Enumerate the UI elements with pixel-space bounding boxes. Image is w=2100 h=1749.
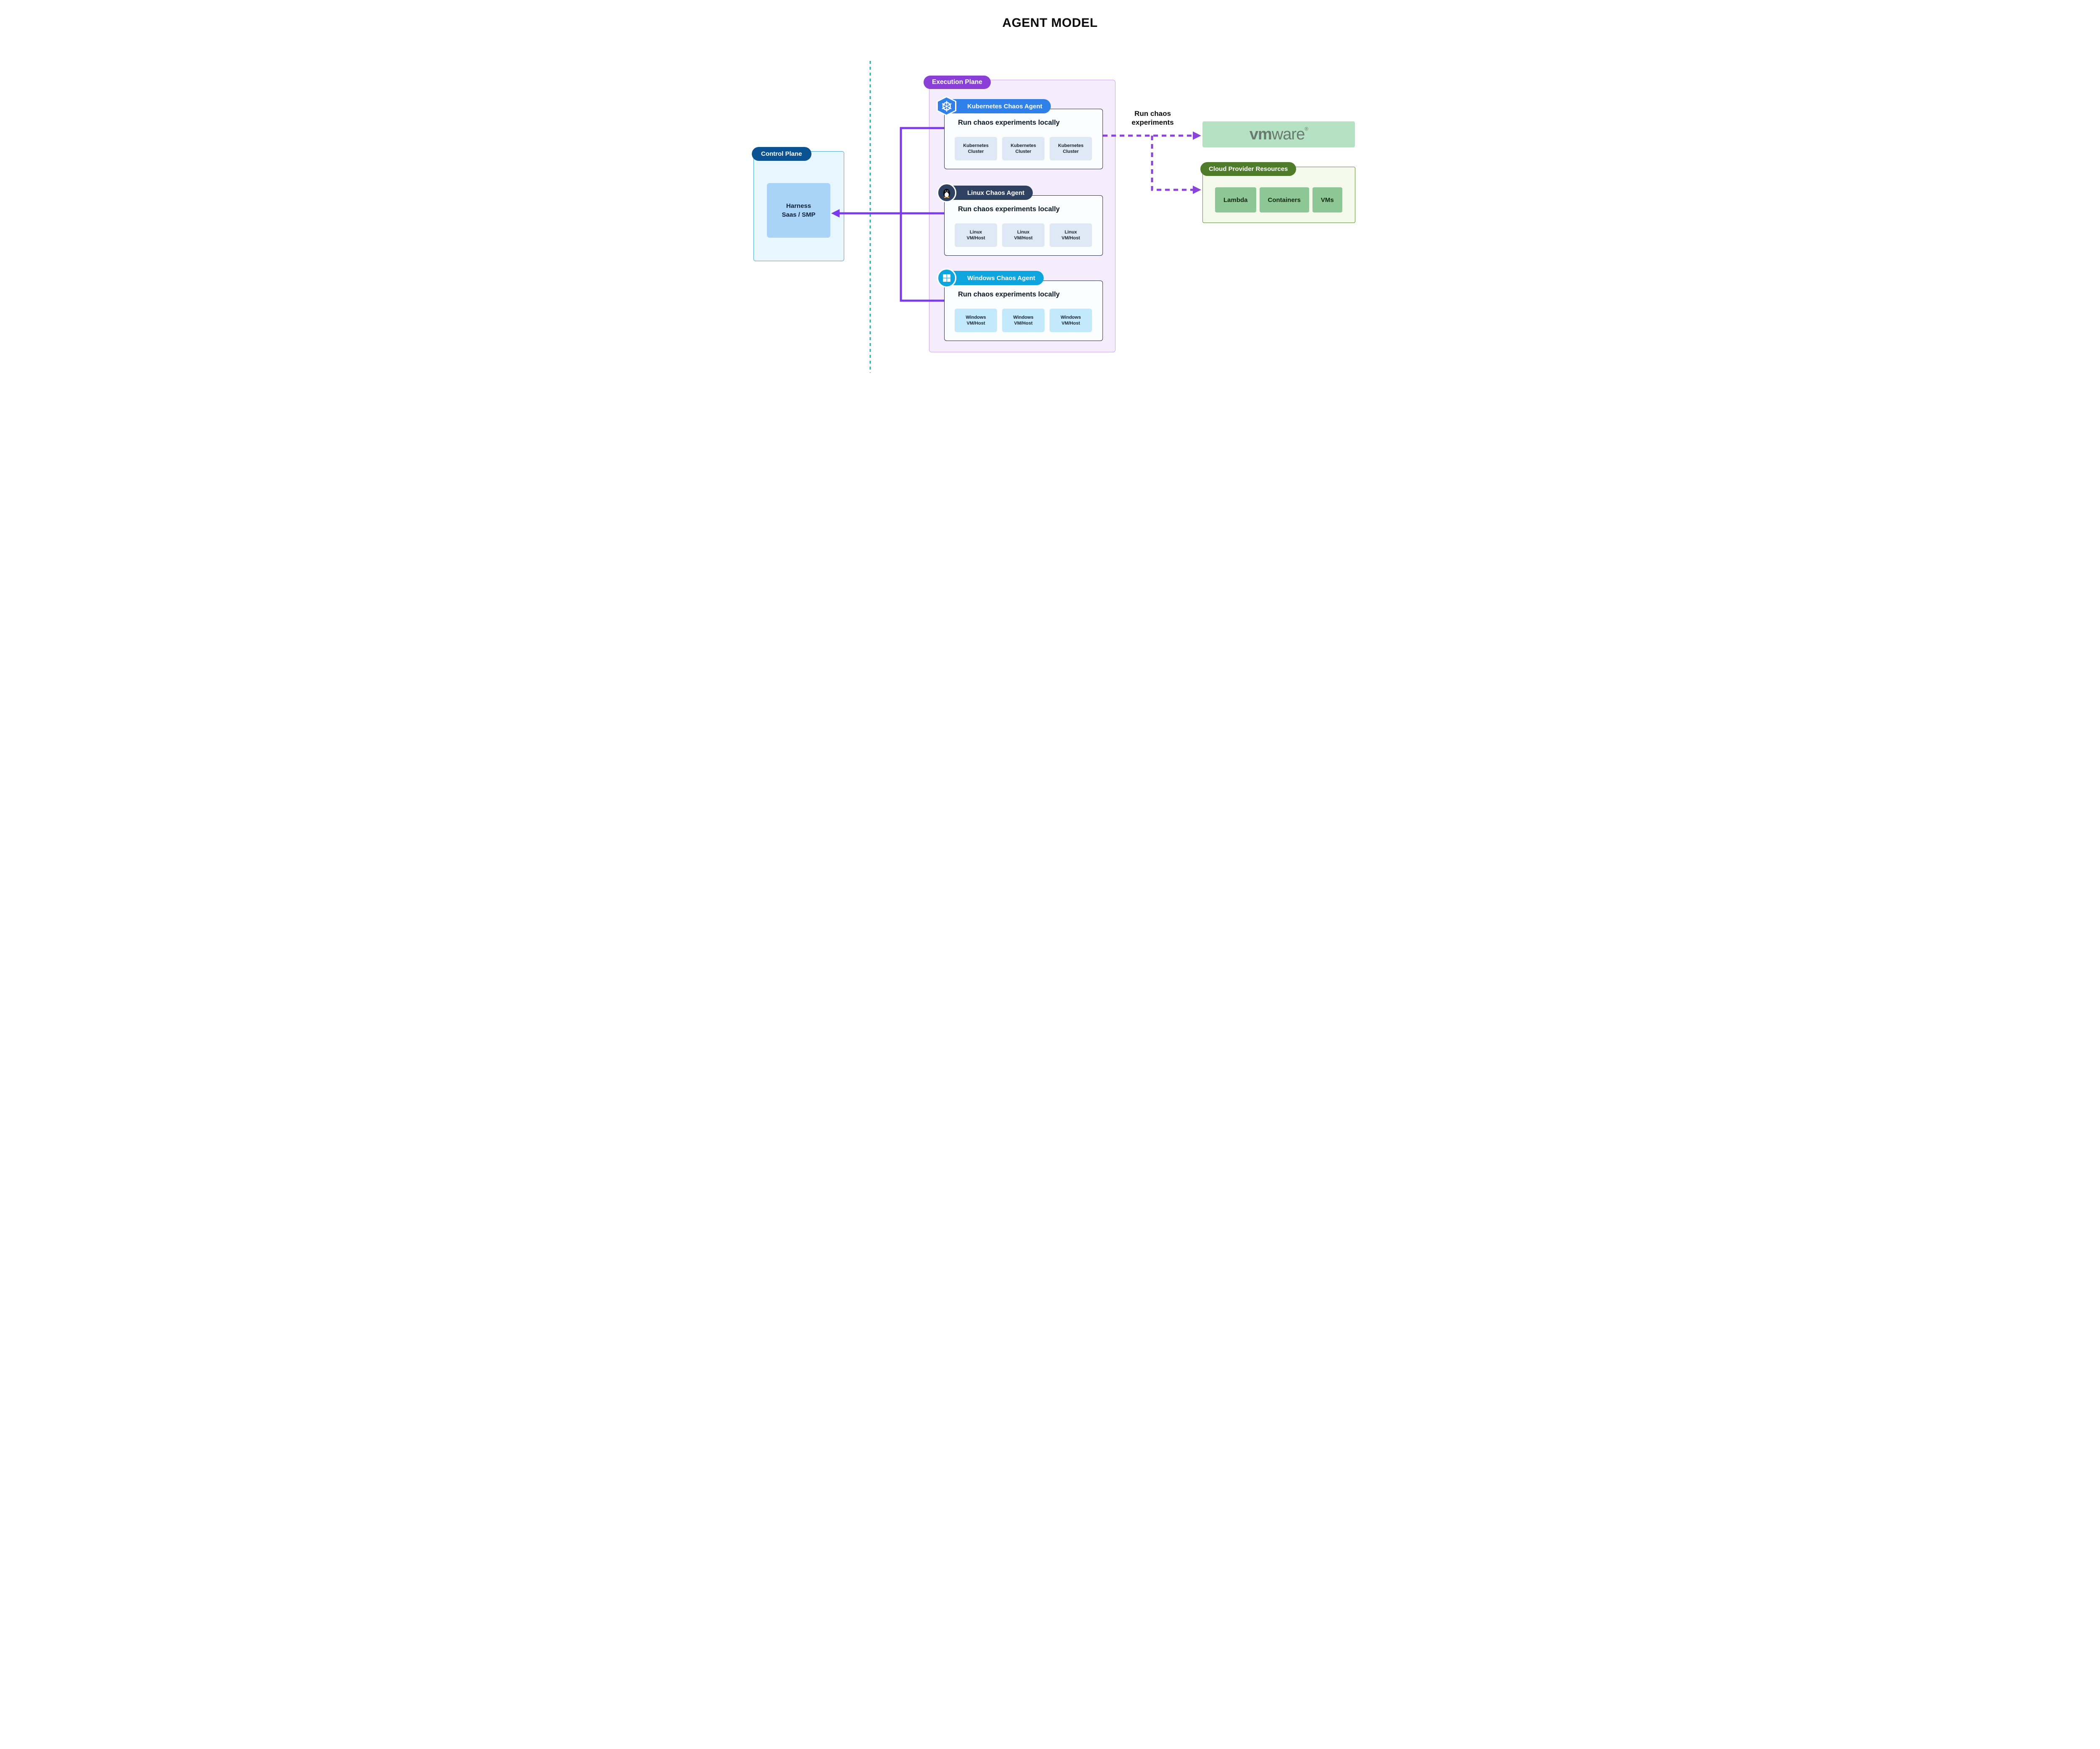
linux-vm-host-node: Linux VM/Host: [1050, 223, 1092, 247]
cloud-resource-items: Lambda Containers VMs: [1215, 187, 1342, 212]
cloud-provider-resources-pill: Cloud Provider Resources: [1200, 162, 1297, 176]
linux-chaos-agent-pill: Linux Chaos Agent: [941, 186, 1033, 200]
kubernetes-agent-card: Run chaos experiments locally Kubernetes…: [944, 109, 1103, 169]
diagram-title: AGENT MODEL: [1002, 16, 1098, 30]
vmware-logo-ware: ware: [1271, 126, 1305, 143]
vmware-box: vmware®: [1202, 121, 1355, 147]
kubernetes-wheel-icon: [942, 101, 951, 111]
kubernetes-cluster-node: Kubernetes Cluster: [1002, 137, 1045, 160]
kubernetes-node-row: Kubernetes Cluster Kubernetes Cluster Ku…: [955, 137, 1092, 160]
windows-chaos-agent-pill: Windows Chaos Agent: [941, 271, 1044, 285]
tux-icon: [943, 189, 950, 198]
windows-logo-icon: [937, 268, 956, 288]
linux-penguin-icon: [937, 183, 956, 202]
windows-panes-icon: [943, 274, 950, 282]
kubernetes-cluster-node: Kubernetes Cluster: [1050, 137, 1092, 160]
kubernetes-card-heading: Run chaos experiments locally: [958, 119, 1060, 126]
windows-agent-card: Run chaos experiments locally Windows VM…: [944, 281, 1103, 341]
arrowhead-to-cloud: [1193, 186, 1201, 194]
windows-card-heading: Run chaos experiments locally: [958, 291, 1060, 298]
vms-item: VMs: [1312, 187, 1342, 212]
control-plane-pill: Control Plane: [752, 147, 811, 161]
kubernetes-icon: [937, 96, 956, 116]
kubernetes-chaos-agent-pill: Kubernetes Chaos Agent: [941, 99, 1051, 113]
containers-item: Containers: [1259, 187, 1309, 212]
kubernetes-cluster-node: Kubernetes Cluster: [955, 137, 997, 160]
windows-vm-host-node: Windows VM/Host: [1050, 309, 1092, 332]
chaos-to-cloud-line: [1151, 136, 1195, 191]
harness-saas-smp-box: Harness Saas / SMP: [767, 183, 830, 238]
linux-card-heading: Run chaos experiments locally: [958, 205, 1060, 213]
execution-plane-pill: Execution Plane: [924, 76, 991, 89]
linux-node-row: Linux VM/Host Linux VM/Host Linux VM/Hos…: [955, 223, 1092, 247]
windows-vm-host-node: Windows VM/Host: [955, 309, 997, 332]
linux-vm-host-node: Linux VM/Host: [955, 223, 997, 247]
arrowhead-to-vmware: [1193, 131, 1201, 140]
linux-agent-card: Run chaos experiments locally Linux VM/H…: [944, 195, 1103, 256]
vmware-logo: vmware®: [1250, 126, 1308, 142]
windows-vm-host-node: Windows VM/Host: [1002, 309, 1045, 332]
vmware-logo-vm: vm: [1249, 126, 1272, 143]
linux-vm-host-node: Linux VM/Host: [1002, 223, 1045, 247]
vmware-registered-mark: ®: [1305, 126, 1308, 132]
lambda-item: Lambda: [1215, 187, 1256, 212]
windows-node-row: Windows VM/Host Windows VM/Host Windows …: [955, 309, 1092, 332]
agent-model-diagram: AGENT MODEL Control Plane Harness Saas /…: [725, 0, 1375, 385]
kubernetes-icon-inner: [938, 97, 955, 115]
run-chaos-experiments-label: Run chaos experiments: [1131, 110, 1174, 127]
